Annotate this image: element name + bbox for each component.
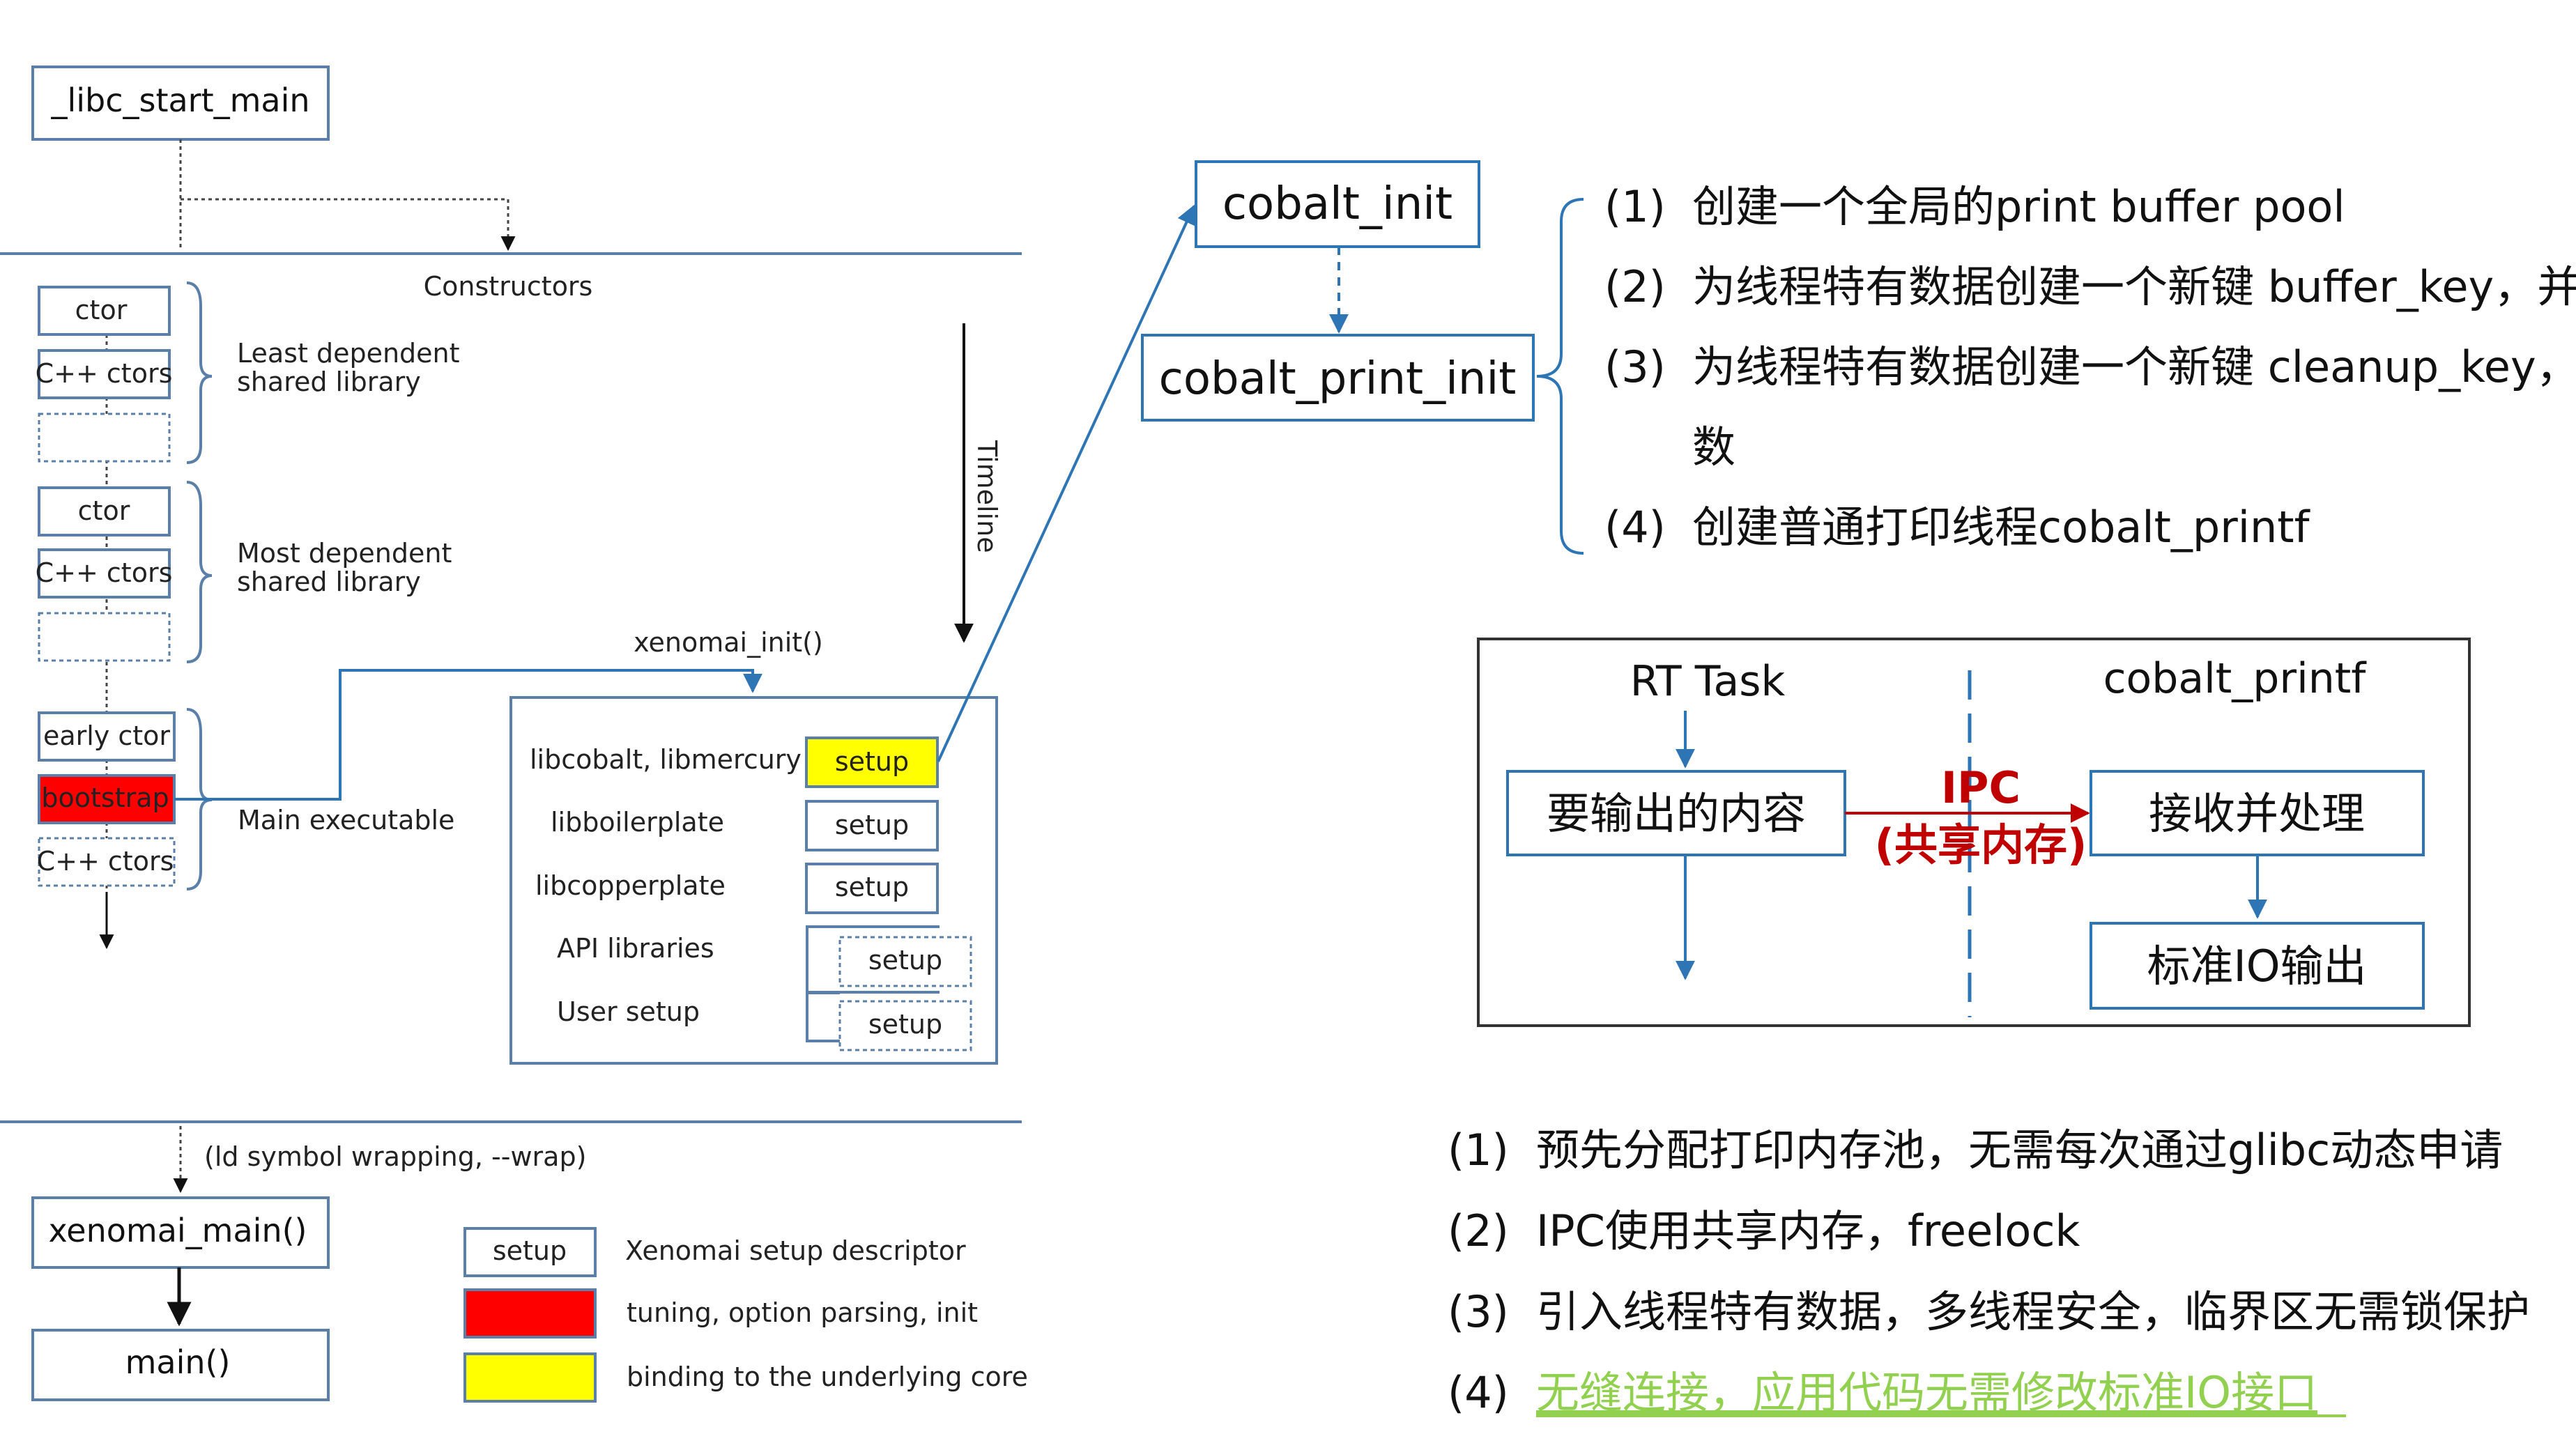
advantage-text-3: 引入线程特有数据，多线程安全，临界区无需锁保护 <box>1536 1286 2530 1337</box>
setup-box-api <box>838 936 972 987</box>
setup-to-cobalt-init-connector <box>937 204 1196 762</box>
main-executable-label: Main executable <box>238 805 454 835</box>
cobalt-print-init-label: cobalt_print_init <box>1159 353 1517 405</box>
setup-box-libcobalt <box>805 736 939 788</box>
cpp-ctors-label-3: C++ ctors <box>37 846 174 877</box>
cobalt-init-box <box>1195 160 1480 248</box>
legend-swatch-red <box>463 1288 597 1339</box>
early-ctor-label: early ctor <box>43 720 170 751</box>
advantages-list: (1) 预先分配打印内存池，无需每次通过glibc动态申请 (2) IPC使用共… <box>1448 1125 2530 1418</box>
cpp-ctors-label-1: C++ ctors <box>36 358 173 389</box>
ctor-box-1 <box>38 286 171 336</box>
least-dependent-line1: Least dependent <box>237 338 460 369</box>
advantage-num-4: (4) <box>1448 1367 1509 1418</box>
setup-label-copperplate: setup <box>835 872 909 902</box>
step-text-3-cont: 数 <box>1692 422 1735 472</box>
main-label: main() <box>125 1343 231 1381</box>
cobalt-init-section: cobalt_init cobalt_print_init (1) 创建一个全局… <box>937 160 2576 762</box>
libc-start-main-box <box>31 65 330 141</box>
advantage-num-2: (2) <box>1448 1205 1509 1256</box>
step-num-4: (4) <box>1604 502 1666 553</box>
advantage-text-2: IPC使用共享内存，freelock <box>1536 1205 2080 1256</box>
libc-start-main-label: _libc_start_main <box>50 82 309 119</box>
constructors-label: Constructors <box>424 271 593 302</box>
bootstrap-to-init-connector <box>174 669 762 801</box>
ctor-label-1: ctor <box>75 295 128 325</box>
step-text-4: 创建普通打印线程cobalt_printf <box>1692 502 2311 553</box>
empty-box-1 <box>38 412 171 463</box>
advantage-text-1: 预先分配打印内存池，无需每次通过glibc动态申请 <box>1536 1125 2503 1175</box>
legend-text-red: tuning, option parsing, init <box>627 1297 978 1328</box>
content-to-output-label: 要输出的内容 <box>1547 788 1806 839</box>
xenomai-main-label: xenomai_main() <box>48 1212 307 1249</box>
library-label-1: libcobalt, libmercury <box>530 744 802 775</box>
receive-process-label: 接收并处理 <box>2149 788 2365 839</box>
setup-box-user <box>838 1000 972 1051</box>
library-label-2: libboilerplate <box>551 807 724 838</box>
setup-label-libcobalt: setup <box>835 746 909 777</box>
cobalt-printf-label: cobalt_printf <box>2103 654 2368 703</box>
legend-swatch-setup <box>463 1227 597 1277</box>
setup-label-user: setup <box>868 1009 942 1040</box>
receive-process-box <box>2090 770 2425 856</box>
most-dependent-line1: Most dependent <box>237 538 452 569</box>
step-num-2: (2) <box>1604 261 1666 312</box>
rt-task-label: RT Task <box>1630 657 1786 706</box>
steps-brace <box>1536 198 1584 555</box>
legend-swatch-setup-label: setup <box>493 1235 567 1266</box>
least-dependent-line2: shared library <box>237 367 421 397</box>
advantage-num-1: (1) <box>1448 1125 1509 1175</box>
legend-text-setup: Xenomai setup descriptor <box>625 1235 966 1266</box>
ctor-box-2 <box>38 486 171 537</box>
ctor-label-2: ctor <box>78 495 130 526</box>
library-label-5: User setup <box>557 996 700 1027</box>
xenomai-init-label: xenomai_init() <box>634 627 823 658</box>
cpp-ctors-label-2: C++ ctors <box>36 557 173 588</box>
advantage-text-4-link[interactable]: 无缝连接，应用代码无需修改标准IO接口 <box>1536 1367 2317 1418</box>
content-to-output-box <box>1506 770 1846 856</box>
bootstrap-label: bootstrap <box>41 782 169 813</box>
empty-box-2 <box>38 612 171 662</box>
ipc-diagram: RT Task cobalt_printf 要输出的内容 IPC (共享内存) … <box>1477 638 2471 1027</box>
cpp-ctors-box-1 <box>38 349 171 399</box>
setup-box-boilerplate <box>805 800 939 851</box>
step-text-3: 为线程特有数据创建一个新键 cleanup_key， <box>1692 341 2576 392</box>
main-box <box>31 1329 330 1401</box>
stdio-output-box <box>2090 922 2425 1010</box>
cobalt-init-label: cobalt_init <box>1222 178 1452 230</box>
xenomai-startup-diagram: _libc_start_main Constructors ctor C++ c… <box>0 65 1028 1403</box>
cobalt-print-init-box <box>1141 334 1535 422</box>
cpp-ctors-box-3 <box>38 837 176 887</box>
library-label-4: API libraries <box>557 933 714 964</box>
step-num-3: (3) <box>1604 341 1666 392</box>
setup-label-boilerplate: setup <box>835 810 909 840</box>
step-num-1: (1) <box>1604 181 1666 232</box>
timeline-label: Timeline <box>972 440 1002 553</box>
ipc-label-line2: (共享内存) <box>1875 819 2087 870</box>
advantage-num-3: (3) <box>1448 1286 1509 1337</box>
stdio-output-label: 标准IO输出 <box>2147 941 2366 992</box>
library-label-3: libcopperplate <box>535 870 726 901</box>
step-text-2: 为线程特有数据创建一个新键 buffer_key，并 <box>1692 261 2576 312</box>
cpp-ctors-box-2 <box>38 548 171 599</box>
ipc-label-line1: IPC <box>1941 762 2021 813</box>
legend-text-yellow: binding to the underlying core <box>627 1362 1028 1392</box>
setup-box-copperplate <box>805 863 939 914</box>
step-text-1: 创建一个全局的print buffer pool <box>1692 181 2345 232</box>
ld-wrap-label: (ld symbol wrapping, --wrap) <box>204 1141 586 1172</box>
early-ctor-box <box>38 711 176 762</box>
most-dependent-line2: shared library <box>237 566 421 597</box>
legend-swatch-yellow <box>463 1352 597 1403</box>
setup-label-api: setup <box>868 945 942 975</box>
